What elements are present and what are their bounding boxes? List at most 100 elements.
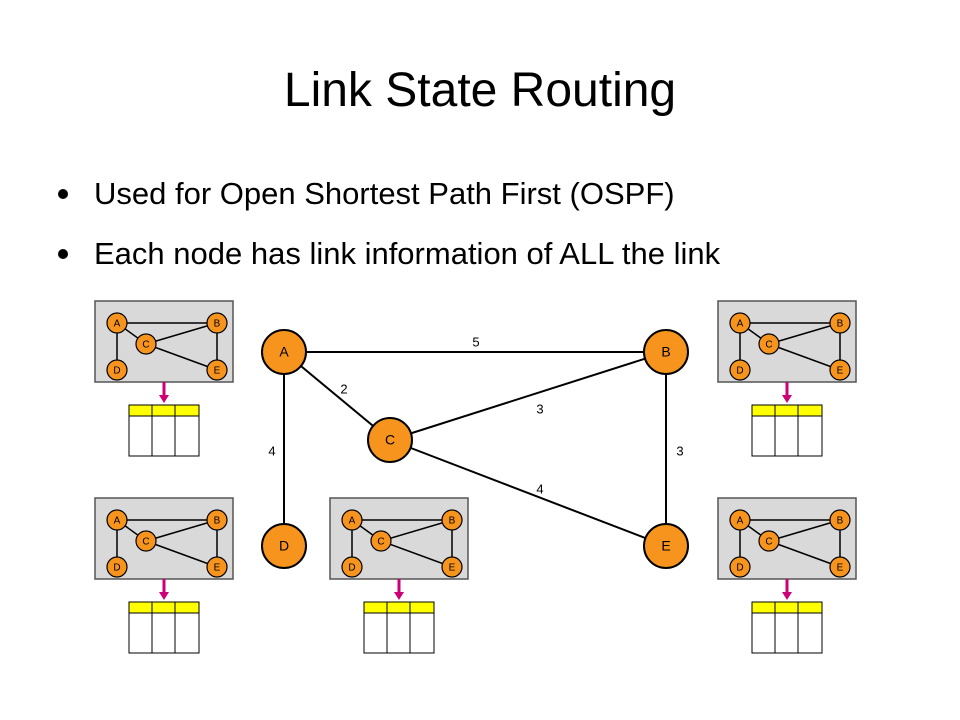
node-database: A B C D E xyxy=(717,300,857,457)
node-label-B: B xyxy=(661,344,670,360)
mini-node-label: A xyxy=(737,319,744,330)
mini-edge xyxy=(145,343,218,371)
mini-node-label: D xyxy=(113,563,120,574)
mini-node-label: A xyxy=(114,516,121,527)
arrowhead-icon xyxy=(159,592,169,600)
mini-node-label: A xyxy=(349,516,356,527)
slide-title: Link State Routing xyxy=(283,64,677,117)
mini-node-label: E xyxy=(837,366,844,377)
node-database: A B C D E xyxy=(717,497,857,654)
mini-node xyxy=(206,509,228,531)
table-header xyxy=(751,404,823,417)
mini-edge xyxy=(145,322,218,345)
node-database: A B C D E xyxy=(94,300,234,457)
mini-node-label: C xyxy=(377,537,384,548)
node-A xyxy=(261,329,307,375)
edge-weight-A-D: 3 xyxy=(536,401,543,416)
edge-weight-C-B: 4 xyxy=(268,443,275,458)
mini-node-label: B xyxy=(837,516,844,527)
arrowhead-icon xyxy=(782,395,792,403)
mini-node xyxy=(370,530,392,552)
bullet-dot-icon xyxy=(58,249,68,259)
mini-node xyxy=(135,530,157,552)
mini-node xyxy=(829,312,851,334)
mini-node-label: E xyxy=(214,563,221,574)
mini-node xyxy=(729,359,751,381)
mini-node xyxy=(206,312,228,334)
mini-node-label: A xyxy=(114,319,121,330)
mini-node xyxy=(135,333,157,355)
mini-node-label: B xyxy=(837,319,844,330)
mini-node xyxy=(729,509,751,531)
table-header xyxy=(363,601,435,614)
mini-node xyxy=(441,509,463,531)
mini-node-label: D xyxy=(113,366,120,377)
mini-node-label: C xyxy=(765,340,772,351)
edge-weight-C-E: 4 xyxy=(536,481,543,496)
edge-C-B xyxy=(389,351,667,441)
mini-node-label: C xyxy=(142,340,149,351)
mini-edge xyxy=(145,519,218,542)
mini-node-label: B xyxy=(449,516,456,527)
mini-node-label: C xyxy=(765,537,772,548)
mini-node xyxy=(206,556,228,578)
edge-weight-A-B: 5 xyxy=(472,334,479,349)
mini-node-label: B xyxy=(214,319,221,330)
edge-C-E xyxy=(389,439,667,547)
mini-node xyxy=(441,556,463,578)
node-label-A: A xyxy=(279,344,289,360)
mini-node-label: D xyxy=(736,563,743,574)
mini-edge xyxy=(768,540,841,568)
node-C xyxy=(367,417,413,463)
mini-node xyxy=(829,509,851,531)
mini-node xyxy=(829,359,851,381)
bullet-dot-icon xyxy=(58,189,68,199)
mini-node xyxy=(758,333,780,355)
table-body xyxy=(751,415,823,457)
mini-node xyxy=(106,359,128,381)
bullet-text: Used for Open Shortest Path First (OSPF) xyxy=(94,176,675,211)
table-header xyxy=(751,601,823,614)
mini-node xyxy=(106,312,128,334)
mini-node xyxy=(206,359,228,381)
bullet-text: Each node has link information of ALL th… xyxy=(94,236,721,271)
node-E xyxy=(643,523,689,569)
table-header xyxy=(128,404,200,417)
mini-node xyxy=(106,509,128,531)
node-database: A B C D E xyxy=(329,497,469,654)
mini-node-label: A xyxy=(737,516,744,527)
arrowhead-icon xyxy=(782,592,792,600)
mini-node-label: E xyxy=(214,366,221,377)
mini-node xyxy=(729,556,751,578)
bullet-item: Used for Open Shortest Path First (OSPF) xyxy=(58,176,720,212)
mini-edge xyxy=(145,540,218,568)
table-body xyxy=(751,612,823,654)
mini-node-label: E xyxy=(837,563,844,574)
mini-node xyxy=(829,556,851,578)
node-B xyxy=(643,329,689,375)
node-label-C: C xyxy=(385,432,395,448)
bullet-item: Each node has link information of ALL th… xyxy=(58,236,720,272)
edge-weight-A-C: 2 xyxy=(340,381,347,396)
mini-node-label: D xyxy=(348,563,355,574)
mini-node xyxy=(341,509,363,531)
arrowhead-icon xyxy=(159,395,169,403)
arrowhead-icon xyxy=(394,592,404,600)
node-D xyxy=(261,523,307,569)
mini-node xyxy=(758,530,780,552)
table-body xyxy=(128,415,200,457)
node-label-D: D xyxy=(279,538,289,554)
mini-node-label: E xyxy=(449,563,456,574)
table-header xyxy=(128,601,200,614)
mini-edge xyxy=(768,343,841,371)
table-body xyxy=(128,612,200,654)
mini-node-label: B xyxy=(214,516,221,527)
mini-edge xyxy=(380,519,453,542)
mini-node-label: D xyxy=(736,366,743,377)
mini-node xyxy=(341,556,363,578)
bullet-list: Used for Open Shortest Path First (OSPF)… xyxy=(58,176,720,296)
edge-weight-B-E: 3 xyxy=(676,443,683,458)
node-label-E: E xyxy=(661,538,670,554)
